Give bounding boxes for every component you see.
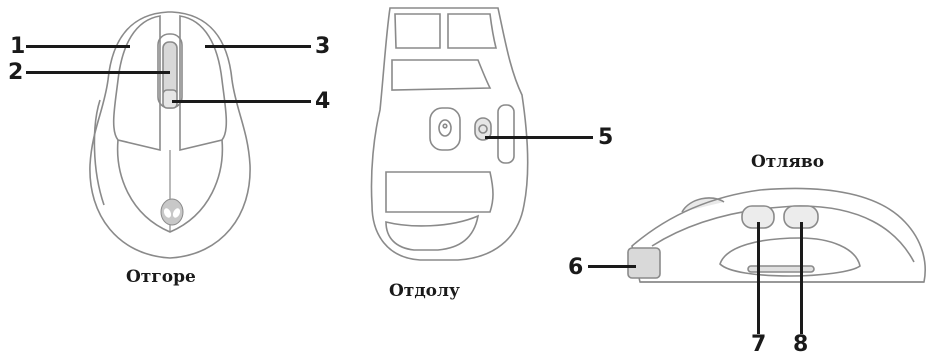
side-pad-slot (497, 104, 515, 164)
callout-7-leader (757, 222, 760, 334)
glide-pad-bottom-curve (385, 214, 480, 251)
bottom-view-caption: Отдолу (389, 281, 460, 301)
glide-pad-bottom (385, 171, 494, 213)
mouse-top-body (89, 11, 251, 259)
thumb-rest-outline (719, 237, 861, 277)
callout-1-label: 1 (10, 34, 26, 59)
callout-5-leader (485, 136, 593, 139)
callout-5-label: 5 (598, 125, 614, 150)
callout-4-leader (172, 100, 311, 103)
front-button-outline (627, 247, 661, 279)
sensor-outline (429, 107, 461, 151)
callout-4-label: 4 (315, 89, 331, 114)
callout-6-leader (588, 265, 636, 268)
callout-7-label: 7 (751, 332, 767, 357)
alien-logo (160, 198, 184, 226)
glide-pad-top-right (447, 13, 498, 49)
top-view-caption: Отгоре (126, 267, 196, 287)
callout-1-leader (26, 45, 130, 48)
callout-6-label: 6 (568, 255, 584, 280)
mouse-left-body (631, 187, 926, 283)
dpi-button-outline (162, 89, 178, 109)
callout-8-label: 8 (793, 332, 809, 357)
callout-8-leader (800, 222, 803, 334)
left-view-caption: Отляво (751, 152, 825, 172)
right-button-outline (179, 15, 228, 152)
left-grip-outline (93, 99, 105, 206)
callout-2-leader (26, 71, 170, 74)
left-button-outline (112, 15, 161, 152)
glide-pad-top-left (394, 13, 441, 49)
callout-3-leader (205, 45, 311, 48)
callout-3-label: 3 (315, 34, 331, 59)
glide-pad-middle (391, 59, 492, 91)
callout-2-label: 2 (8, 60, 24, 85)
mouse-bottom-body (370, 7, 529, 261)
power-switch-outline (474, 117, 492, 141)
